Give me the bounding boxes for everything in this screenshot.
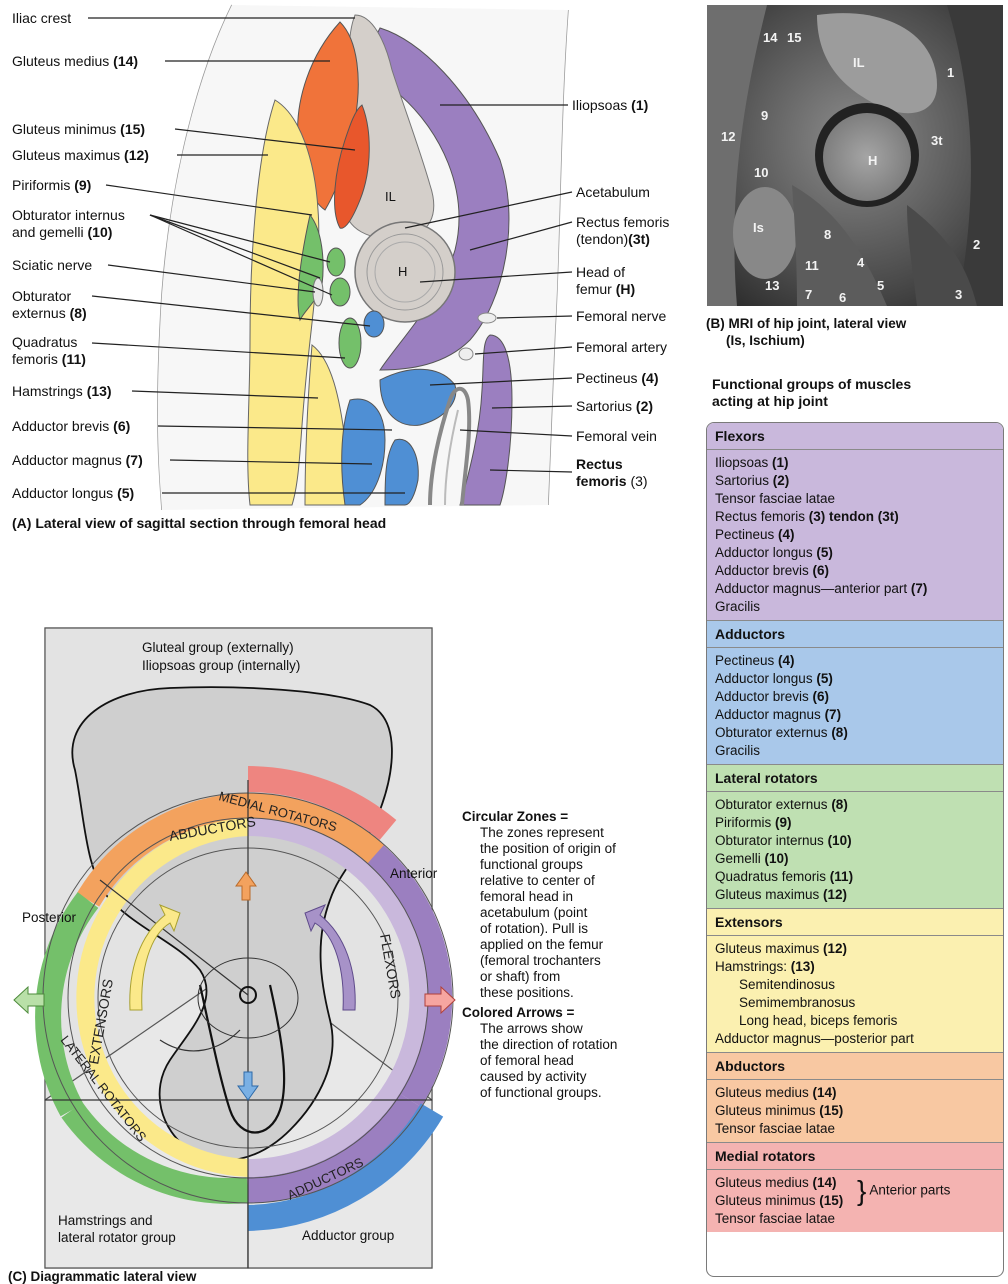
circular-zones-line: relative to center of xyxy=(480,873,662,889)
circular-zones-title: Circular Zones = xyxy=(462,809,662,825)
label-posterior: Posterior xyxy=(22,910,76,926)
colored-arrows-line: of femoral head xyxy=(480,1053,662,1069)
circular-zones-line: applied on the femur xyxy=(480,937,662,953)
label-gluteal-group: Gluteal group (externally) xyxy=(142,640,294,656)
circular-zones-line: acetabulum (point xyxy=(480,905,662,921)
label-hamstrings-group-1: Hamstrings and xyxy=(58,1213,153,1229)
circular-zones-body: The zones representthe position of origi… xyxy=(462,825,662,1001)
panel-c-caption: (C) Diagrammatic lateral view xyxy=(8,1269,196,1284)
label-hamstrings-group-2: lateral rotator group xyxy=(58,1230,176,1246)
circular-zones-line: or shaft) from xyxy=(480,969,662,985)
label-iliopsoas-group: Iliopsoas group (internally) xyxy=(142,658,300,674)
label-adductor-group: Adductor group xyxy=(302,1228,394,1244)
circular-zones-line: these positions. xyxy=(480,985,662,1001)
colored-arrows-line: The arrows show xyxy=(480,1021,662,1037)
circular-zones-line: femoral head in xyxy=(480,889,662,905)
colored-arrows-line: caused by activity xyxy=(480,1069,662,1085)
circular-zones-line: the position of origin of xyxy=(480,841,662,857)
circular-zones-line: of rotation). Pull is xyxy=(480,921,662,937)
circular-zones-line: functional groups xyxy=(480,857,662,873)
circular-zones-line: The zones represent xyxy=(480,825,662,841)
label-anterior: Anterior xyxy=(390,866,437,882)
colored-arrows-body: The arrows showthe direction of rotation… xyxy=(462,1021,662,1101)
colored-arrows-line: the direction of rotation xyxy=(480,1037,662,1053)
circular-zones-line: (femoral trochanters xyxy=(480,953,662,969)
colored-arrows-line: of functional groups. xyxy=(480,1085,662,1101)
colored-arrows-title: Colored Arrows = xyxy=(462,1005,662,1021)
